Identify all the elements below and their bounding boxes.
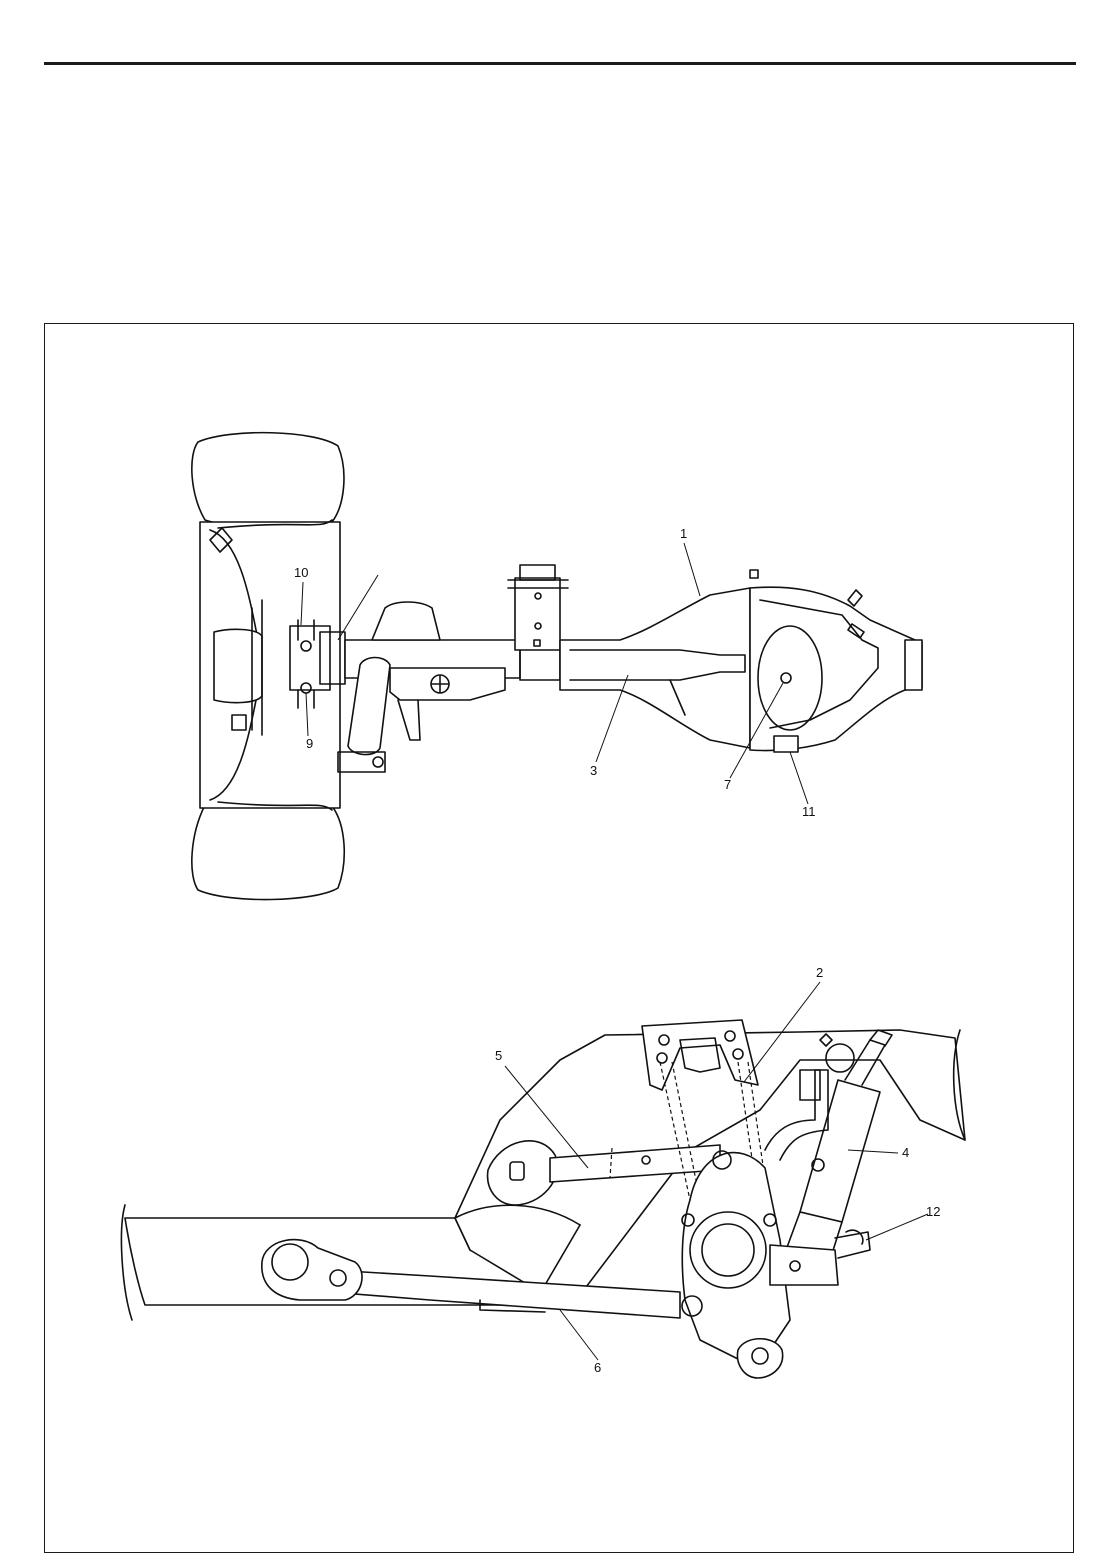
differential-carrier	[750, 587, 922, 750]
wheel-hub	[214, 629, 262, 702]
lower-eye	[737, 1339, 782, 1378]
speed-sensor	[774, 736, 798, 752]
callout-4: 4	[902, 1145, 909, 1160]
callout-3: 3	[590, 763, 597, 778]
lower-mount	[770, 1245, 838, 1285]
callout-10: 10	[294, 565, 308, 580]
callout-5: 5	[495, 1048, 502, 1063]
callout-1: 1	[680, 526, 687, 541]
axle-tube-right	[560, 588, 750, 748]
tire-upper	[192, 433, 344, 528]
axle-top-view	[192, 433, 922, 900]
tire-lower	[192, 800, 344, 900]
callout-2: 2	[816, 965, 823, 980]
callout-7: 7	[724, 777, 731, 792]
callout-9: 9	[306, 736, 313, 751]
callout-6: 6	[594, 1360, 601, 1375]
callout-12: 12	[926, 1204, 940, 1219]
pinion-flange	[905, 640, 922, 690]
backing-plate	[290, 626, 330, 690]
spring-seat	[372, 602, 440, 640]
suspension-perspective-view	[121, 1020, 965, 1378]
callout-11: 11	[802, 804, 816, 819]
